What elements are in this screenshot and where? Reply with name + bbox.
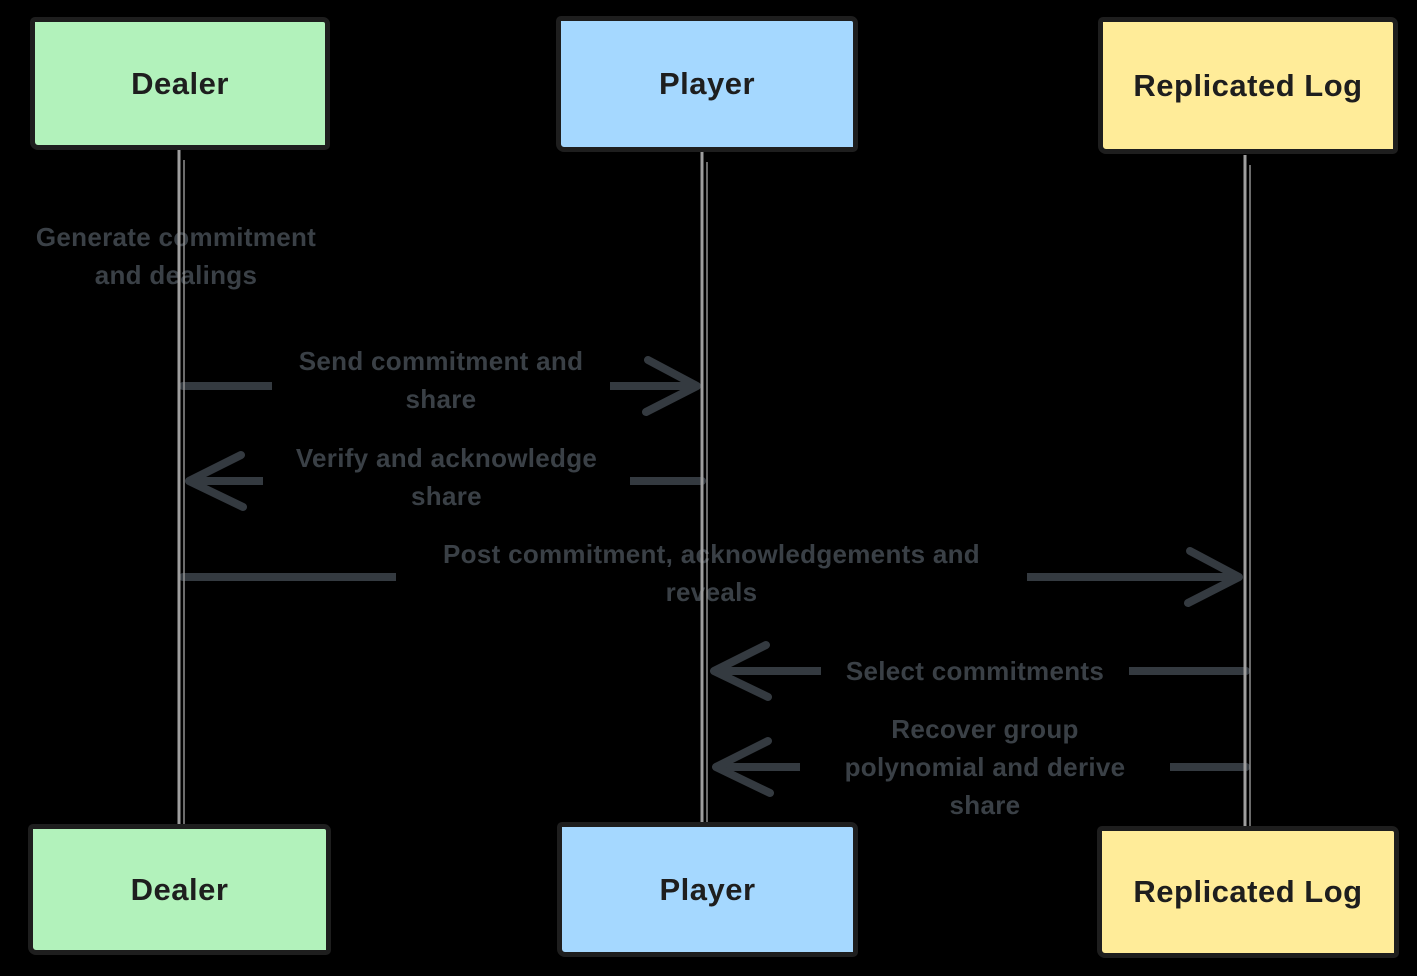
- label-send-commitment-and-share: Send commitment and share: [272, 342, 610, 418]
- label-select-commitments: Select commitments: [821, 652, 1129, 690]
- actor-label-dealer-top: Dealer: [131, 65, 229, 101]
- actor-box-replicated-log-bottom: Replicated Log: [1097, 826, 1399, 958]
- actor-label-replicated-log-top: Replicated Log: [1133, 67, 1363, 103]
- actor-box-player-bottom: Player: [557, 822, 858, 957]
- lifeline-dealer: [177, 150, 185, 826]
- actor-box-dealer-top: Dealer: [30, 17, 330, 150]
- label-recover-group-polynomial: Recover group polynomial and derive shar…: [800, 710, 1170, 824]
- lifeline-player: [700, 152, 708, 824]
- label-post-commitment-acknowledgements-reveals: Post commitment, acknowledgements and re…: [396, 535, 1027, 611]
- actor-label-player-bottom: Player: [659, 871, 756, 907]
- actor-label-replicated-log-bottom: Replicated Log: [1133, 874, 1363, 909]
- actor-box-player-top: Player: [556, 16, 858, 152]
- actor-box-replicated-log-top: Replicated Log: [1098, 17, 1398, 154]
- actor-label-player-top: Player: [658, 66, 756, 101]
- actor-label-dealer-bottom: Dealer: [130, 871, 229, 907]
- lifeline-replicated-log: [1243, 155, 1251, 828]
- actor-box-dealer-bottom: Dealer: [28, 824, 331, 955]
- label-verify-and-acknowledge-share: Verify and acknowledge share: [263, 439, 630, 515]
